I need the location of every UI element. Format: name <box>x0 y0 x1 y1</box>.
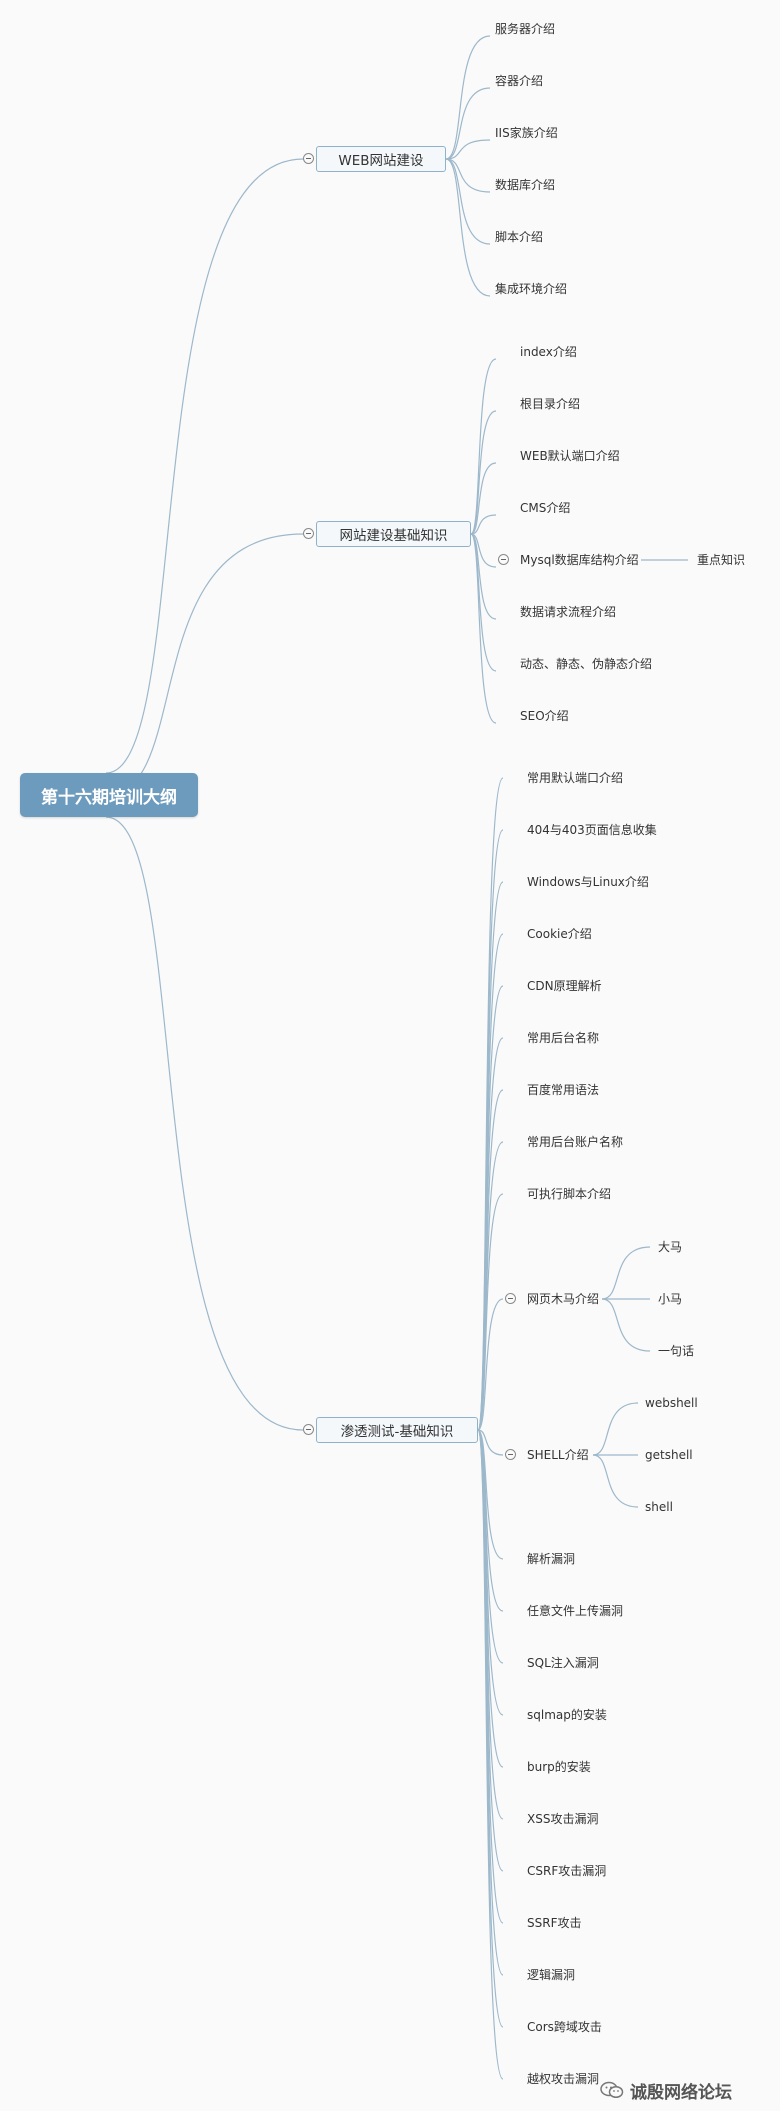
connector-line <box>477 1037 504 1431</box>
list-item[interactable]: WEB默认端口介绍 <box>520 449 620 463</box>
list-item[interactable]: 大马 <box>658 1240 683 1254</box>
list-item[interactable]: 常用默认端口介绍 <box>527 771 624 785</box>
list-item[interactable]: SEO介绍 <box>520 709 569 723</box>
list-item[interactable]: 动态、静态、伪静态介绍 <box>520 657 653 671</box>
connector-line <box>445 158 491 297</box>
list-item[interactable]: burp的安装 <box>527 1760 591 1774</box>
collapse-toggle-icon[interactable] <box>303 1424 314 1435</box>
list-item[interactable]: webshell <box>645 1396 698 1410</box>
connector-line <box>470 533 497 568</box>
list-item[interactable]: Windows与Linux介绍 <box>527 875 649 889</box>
list-item[interactable]: SSRF攻击 <box>527 1916 582 1930</box>
list-item[interactable]: 网页木马介绍 <box>527 1292 600 1306</box>
connector-line <box>470 533 497 724</box>
list-item[interactable]: 越权攻击漏洞 <box>527 2072 600 2086</box>
watermark-text: 诚殷网络论坛 <box>630 2082 732 2103</box>
root-connector <box>105 816 304 1431</box>
connector-line <box>477 1193 504 1431</box>
connector-line <box>477 1298 504 1431</box>
connector-line <box>470 462 497 535</box>
key-point-label[interactable]: 重点知识 <box>697 553 746 567</box>
branch-web-build[interactable]: WEB网站建设 <box>316 146 446 172</box>
connector-line <box>477 1429 504 1768</box>
list-item[interactable]: 可执行脚本介绍 <box>527 1187 612 1201</box>
list-item[interactable]: 任意文件上传漏洞 <box>527 1604 624 1618</box>
root-connector <box>105 533 304 796</box>
list-item[interactable]: 容器介绍 <box>495 74 544 88</box>
list-item[interactable]: CSRF攻击漏洞 <box>527 1864 607 1878</box>
list-item[interactable]: 逻辑漏洞 <box>527 1968 576 1982</box>
connector-line <box>445 158 491 193</box>
list-item[interactable]: IIS家族介绍 <box>495 126 558 140</box>
wechat-icon <box>600 2081 624 2099</box>
list-item[interactable]: Mysql数据库结构介绍 <box>520 553 639 567</box>
list-item[interactable]: CMS介绍 <box>520 501 571 515</box>
list-item[interactable]: 解析漏洞 <box>527 1552 576 1566</box>
list-item[interactable]: 脚本介绍 <box>495 230 544 244</box>
watermark: 诚殷网络论坛 <box>600 2077 732 2103</box>
connector-line <box>601 1298 651 1352</box>
list-item[interactable]: 小马 <box>658 1292 683 1306</box>
connector-line <box>470 514 497 535</box>
list-item[interactable]: 集成环境介绍 <box>495 282 568 296</box>
connector-line <box>470 410 497 535</box>
connector-line <box>477 777 504 1431</box>
list-item[interactable]: index介绍 <box>520 345 577 359</box>
connector-line <box>470 358 497 535</box>
connector-line <box>601 1246 651 1300</box>
list-item[interactable]: sqlmap的安装 <box>527 1708 607 1722</box>
root-connector <box>105 158 304 774</box>
list-item[interactable]: 数据库介绍 <box>495 178 556 192</box>
list-item[interactable]: 404与403页面信息收集 <box>527 823 657 837</box>
connector-line <box>477 1429 504 2080</box>
connector-line <box>445 35 491 160</box>
collapse-toggle-icon[interactable] <box>498 554 509 565</box>
connector-line <box>477 1429 504 1456</box>
list-item[interactable]: SHELL介绍 <box>527 1448 589 1462</box>
list-item[interactable]: 百度常用语法 <box>527 1083 600 1097</box>
collapse-toggle-icon[interactable] <box>303 528 314 539</box>
collapse-toggle-icon[interactable] <box>303 153 314 164</box>
connector-line <box>445 139 491 160</box>
list-item[interactable]: shell <box>645 1500 673 1514</box>
list-item[interactable]: Cookie介绍 <box>527 927 592 941</box>
list-item[interactable]: XSS攻击漏洞 <box>527 1812 599 1826</box>
connector-line <box>592 1402 639 1456</box>
branch-site-basics[interactable]: 网站建设基础知识 <box>316 521 471 547</box>
list-item[interactable]: SQL注入漏洞 <box>527 1656 599 1670</box>
list-item[interactable]: getshell <box>645 1448 693 1462</box>
list-item[interactable]: 常用后台账户名称 <box>527 1135 624 1149</box>
connector-line <box>445 158 491 245</box>
list-item[interactable]: 数据请求流程介绍 <box>520 605 617 619</box>
connector-line <box>477 1429 504 1820</box>
list-item[interactable]: 根目录介绍 <box>520 397 581 411</box>
connector-line <box>445 87 491 160</box>
list-item[interactable]: 常用后台名称 <box>527 1031 600 1045</box>
collapse-toggle-icon[interactable] <box>505 1293 516 1304</box>
root-node[interactable]: 第十六期培训大纲 <box>20 773 198 817</box>
list-item[interactable]: Cors跨域攻击 <box>527 2020 602 2034</box>
connector-line <box>592 1454 639 1508</box>
list-item[interactable]: 服务器介绍 <box>495 22 556 36</box>
connector-line <box>477 1089 504 1431</box>
branch-pentest-basics[interactable]: 渗透测试-基础知识 <box>316 1417 478 1443</box>
collapse-toggle-icon[interactable] <box>505 1449 516 1460</box>
list-item[interactable]: 一句话 <box>658 1344 695 1358</box>
list-item[interactable]: CDN原理解析 <box>527 979 602 993</box>
